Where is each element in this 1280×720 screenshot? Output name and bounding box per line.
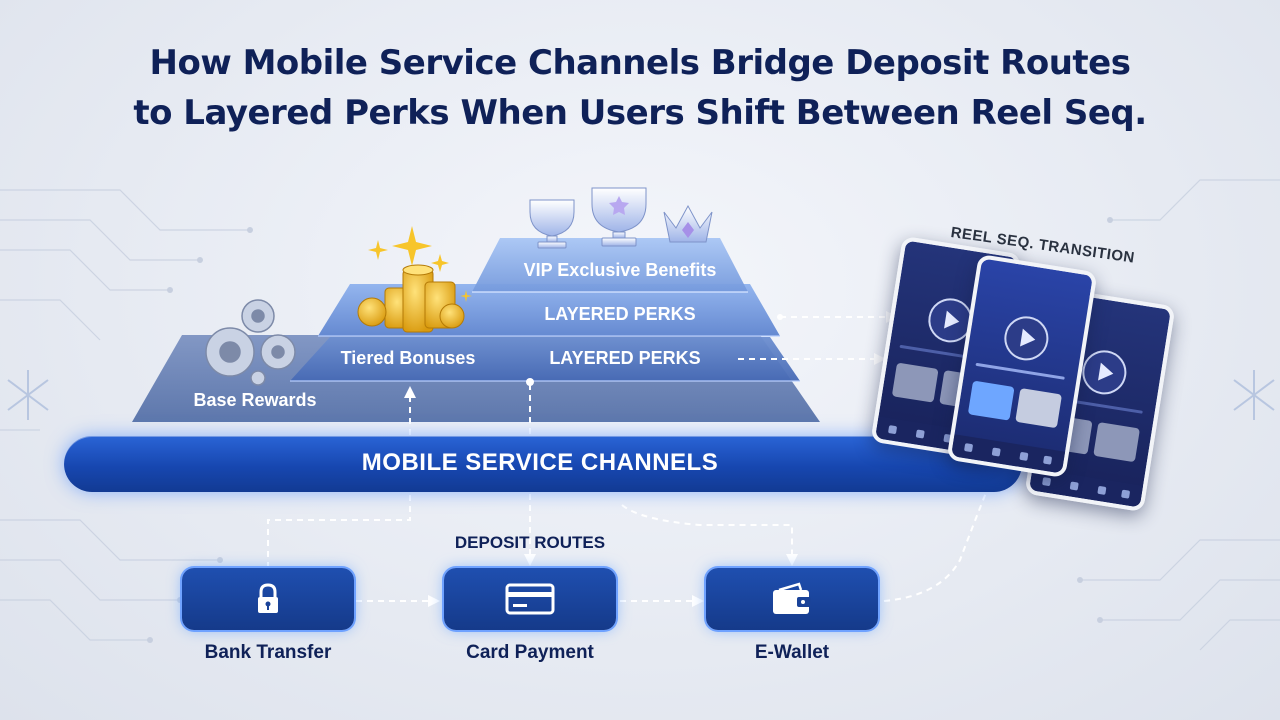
tier-layered-perks-lower — [290, 337, 800, 381]
crown-icon — [663, 204, 713, 243]
trophy-icon — [529, 187, 647, 249]
layered-perks-upper-label: LAYERED PERKS — [544, 304, 696, 324]
gold-coins-icon — [357, 264, 465, 333]
gears-icon — [205, 299, 296, 386]
lock-icon — [258, 583, 278, 613]
mobile-service-channels-label: MOBILE SERVICE CHANNELS — [361, 449, 719, 476]
vip-benefits-label: VIP Exclusive Benefits — [523, 260, 717, 280]
title-line-1: How Mobile Service Channels Bridge Depos… — [149, 43, 1131, 83]
page-title: How Mobile Service Channels Bridge Depos… — [0, 38, 1280, 138]
tier-vip-benefits — [472, 238, 748, 292]
arrowheads — [404, 311, 1002, 607]
mobile-service-channels-bar — [64, 436, 1022, 492]
circuit-nodes — [147, 217, 1113, 643]
credit-card-icon — [505, 583, 555, 615]
bank-transfer-label: Bank Transfer — [204, 642, 332, 663]
deposit-routes-title: DEPOSIT ROUTES — [454, 533, 606, 552]
wallet-icon — [773, 582, 811, 614]
play-icon — [1001, 313, 1052, 364]
title-line-2: to Layered Perks When Users Shift Betwee… — [133, 93, 1147, 133]
layered-perks-lower-label: LAYERED PERKS — [549, 348, 701, 368]
asterisk-left-icon — [7, 370, 49, 420]
circuit-lines — [0, 179, 1280, 651]
asterisk-right-icon — [1233, 370, 1275, 420]
e-wallet-node — [706, 568, 878, 630]
e-wallet-label: E-Wallet — [754, 642, 830, 663]
sparkle-icon — [368, 226, 472, 302]
bank-transfer-node — [182, 568, 354, 630]
card-payment-node — [444, 568, 616, 630]
tiered-bonuses-label: Tiered Bonuses — [340, 348, 476, 368]
base-rewards-label: Base Rewards — [193, 390, 317, 410]
card-payment-label: Card Payment — [466, 642, 594, 663]
play-icon — [1079, 347, 1130, 398]
